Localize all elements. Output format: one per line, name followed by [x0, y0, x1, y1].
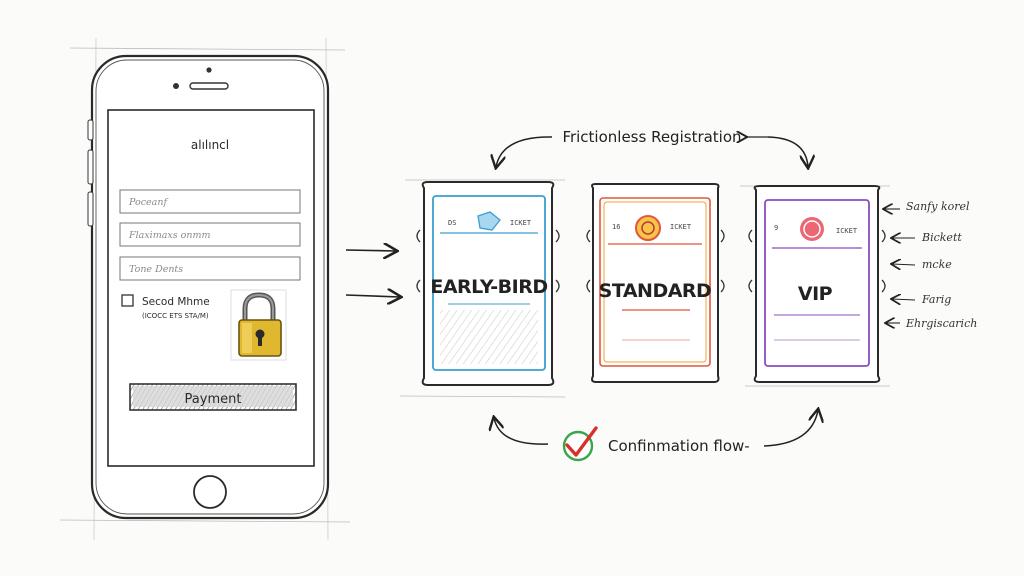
- field-1-input[interactable]: [119, 189, 301, 214]
- camera-icon: [206, 67, 212, 73]
- field-3-input[interactable]: [119, 256, 301, 281]
- field-1-placeholder: Poceanf: [128, 197, 168, 208]
- flow-arrow-top-left: [496, 136, 553, 167]
- vip-tag-left: 9: [774, 224, 778, 232]
- ticket-vip[interactable]: 9 ICKET VIP: [740, 185, 890, 387]
- check-icon: [562, 426, 598, 462]
- vip-tag-right: ICKET: [836, 227, 858, 235]
- arrow-right-1: [345, 250, 396, 251]
- speaker-icon: [189, 82, 229, 90]
- flow-arrow-bottom-left: [494, 418, 549, 445]
- field-2-input[interactable]: [119, 222, 301, 247]
- ticket-standard[interactable]: 16 ICKET STANDARD: [586, 183, 725, 383]
- flow-arrow-top-right: [767, 136, 808, 167]
- flow-arrow-bottom-right: [763, 410, 818, 447]
- side-note-1: Sanfy korel: [906, 200, 970, 213]
- phone-mockup: alılıncl Poceanf Flaximaxs onmm Tone Den…: [59, 37, 351, 541]
- checkbox-sublabel: (ICOCC ETS STA/M): [142, 312, 209, 320]
- vip-title: VIP: [798, 283, 833, 305]
- early-bird-tag-left: DS: [448, 219, 456, 227]
- side-note-2: Bickett: [921, 231, 962, 244]
- phone-screen: [107, 109, 315, 467]
- standard-title: STANDARD: [599, 280, 712, 302]
- standard-tag-left: 16: [612, 223, 620, 231]
- standard-tag-right: ICKET: [670, 223, 692, 231]
- payment-button-label: Payment: [185, 392, 242, 407]
- side-note-5: Ehrgiscarich: [905, 317, 977, 330]
- side-note-4: Farig: [921, 293, 951, 306]
- screen-title: alılıncl: [191, 138, 229, 152]
- side-note-3: mcke: [922, 258, 952, 271]
- early-bird-icon: [477, 211, 501, 231]
- side-notes: Sanfy korel Bickett mcke Farig Ehrgiscar…: [884, 200, 977, 330]
- standard-badge-icon: [635, 215, 661, 241]
- field-3-placeholder: Tone Dents: [129, 264, 183, 275]
- home-button[interactable]: [193, 475, 227, 509]
- early-bird-tag-right: ICKET: [510, 219, 532, 227]
- checkbox-label: Secod Mhme: [142, 296, 210, 308]
- early-bird-title: EARLY-BIRD: [430, 276, 547, 298]
- field-2-placeholder: Flaximaxs onmm: [128, 230, 210, 241]
- ticket-early-bird[interactable]: DS ICKET EARLY-BIRD: [399, 179, 566, 398]
- flow-top-label: Frictionless Registration: [562, 128, 741, 146]
- padlock-icon: [230, 289, 287, 361]
- arrow-right-2: [345, 295, 400, 297]
- secure-checkbox[interactable]: [121, 294, 134, 307]
- flow-bottom-label: Confinmation flow-: [608, 437, 750, 455]
